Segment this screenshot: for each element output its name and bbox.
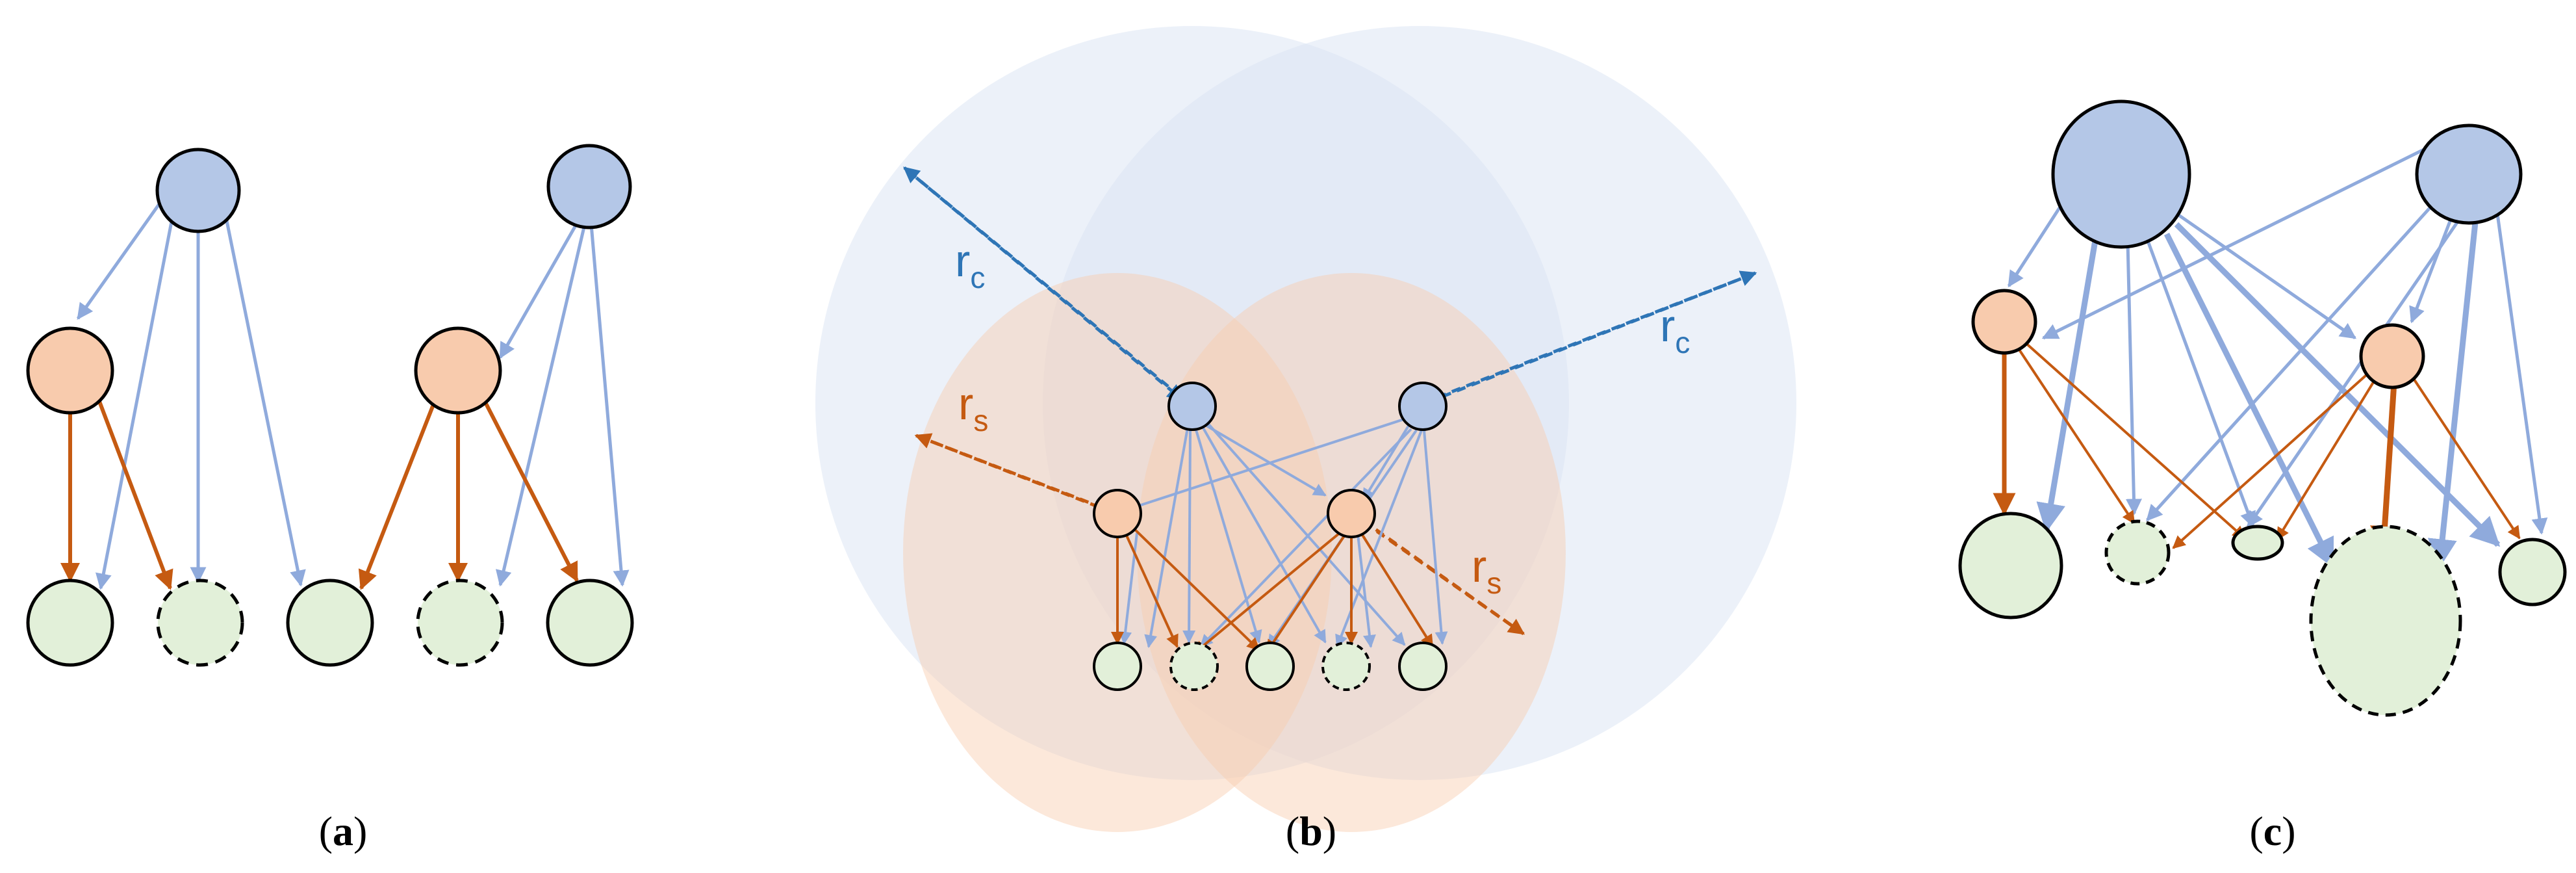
- edge: [222, 207, 306, 587]
- green-node: [286, 579, 374, 667]
- rc-label: rc: [1660, 300, 1690, 359]
- panel-b: rc rc rs rs: [815, 26, 1796, 832]
- edge: [1201, 425, 1327, 644]
- edge: [482, 398, 579, 582]
- edge: [2146, 194, 2443, 521]
- caption-a: (a): [319, 808, 368, 854]
- rs-arrow: [915, 434, 1114, 515]
- rc-label: rc: [955, 235, 985, 294]
- green-node: [1958, 512, 2063, 619]
- edge: [2493, 194, 2548, 535]
- edge: [2276, 376, 2378, 541]
- blue-node-large: [2051, 99, 2191, 249]
- panel-a-blue-edges: [76, 187, 630, 590]
- edge: [2036, 220, 2102, 533]
- rs-label: rs: [1472, 541, 1501, 600]
- blue-node: [155, 148, 241, 233]
- edge: [2145, 239, 2256, 528]
- edge: [2246, 218, 2461, 528]
- edge: [1182, 430, 1196, 644]
- edge: [2018, 348, 2136, 525]
- edge: [495, 224, 587, 587]
- edge: [1194, 427, 1262, 644]
- panel-c: [1958, 99, 2567, 717]
- orange-node: [1971, 289, 2037, 355]
- panel-b-orange-edges: [1111, 524, 1434, 655]
- orange-node: [414, 326, 502, 415]
- panel-a: [26, 144, 634, 667]
- green-node: [2498, 538, 2567, 606]
- edge: [1358, 528, 1434, 648]
- blue-node: [546, 144, 632, 229]
- edge: [2041, 140, 2441, 340]
- blue-node: [2415, 124, 2523, 225]
- orange-node: [26, 326, 114, 415]
- edge: [358, 402, 436, 590]
- caption-b: (b): [1286, 808, 1336, 854]
- rc-radius-arrows: [903, 166, 1757, 408]
- green-node-dashed-large: [2309, 525, 2462, 717]
- green-node-small: [2231, 525, 2284, 561]
- edge: [2125, 241, 2142, 515]
- edge: [1129, 524, 1260, 651]
- orange-node: [1327, 489, 1376, 538]
- green-node: [26, 579, 114, 667]
- rc-arrow: [1427, 271, 1756, 404]
- green-node-dashed: [1169, 642, 1219, 691]
- edge: [76, 187, 172, 320]
- caption-c: (c): [2249, 808, 2295, 854]
- edge: [498, 220, 580, 359]
- edge: [2427, 222, 2479, 569]
- edge: [1123, 529, 1179, 648]
- rs-arrow: [1356, 515, 1525, 636]
- rs-label: rs: [958, 378, 988, 437]
- edge: [1199, 428, 1412, 648]
- edge: [2409, 372, 2521, 540]
- edge: [2172, 369, 2373, 549]
- edge: [2174, 222, 2501, 547]
- blue-node: [1167, 382, 1217, 431]
- edge: [2022, 340, 2246, 540]
- green-node-dashed: [156, 579, 244, 667]
- edge: [1266, 532, 1347, 653]
- edge: [589, 224, 630, 587]
- edge: [97, 398, 173, 590]
- green-node-dashed: [416, 579, 504, 667]
- orange-node: [2359, 323, 2425, 389]
- edge: [2409, 214, 2455, 324]
- panel-a-orange-edges: [60, 398, 579, 590]
- edge: [2172, 209, 2357, 340]
- green-node-dashed: [1321, 642, 1371, 691]
- edge: [2370, 382, 2400, 556]
- edge: [1357, 534, 1376, 648]
- panel-c-blue-edges: [2007, 140, 2548, 569]
- green-node: [546, 579, 634, 667]
- edge: [95, 201, 177, 590]
- panel-c-orange-edges: [1993, 340, 2521, 556]
- orange-node: [1093, 489, 1142, 538]
- rc-arrow: [903, 166, 1184, 401]
- blue-node: [1398, 382, 1447, 431]
- edge: [2163, 232, 2336, 569]
- green-node: [1093, 642, 1142, 691]
- edge: [1206, 421, 1406, 646]
- edge: [1117, 416, 1410, 515]
- green-node: [1245, 642, 1295, 691]
- edge: [1144, 427, 1189, 648]
- green-node: [1398, 642, 1447, 691]
- green-node-dashed: [2104, 519, 2171, 586]
- edge: [1423, 430, 1448, 645]
- edge: [1193, 528, 1345, 655]
